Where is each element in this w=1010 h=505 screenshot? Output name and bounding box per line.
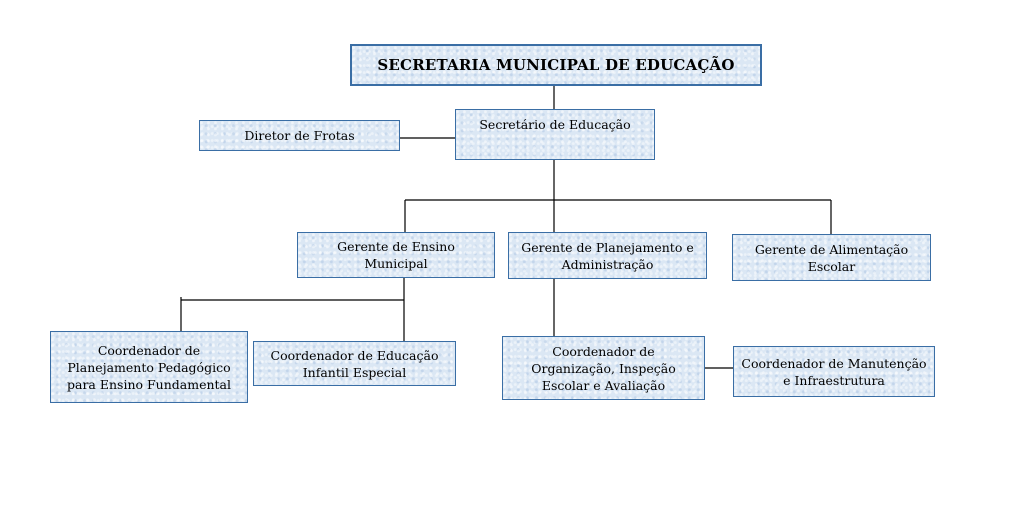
gerente-ensino-label: Gerente de Ensino Municipal <box>337 239 455 271</box>
coord-organizacao-label: Coordenador de Organização, Inspeção Esc… <box>531 343 676 393</box>
coord-manutencao-box: Coordenador de Manutenção e Infraestrutu… <box>733 346 935 397</box>
secretario-label: Secretário de Educação <box>479 117 631 132</box>
coord-infantil-box: Coordenador de Educação Infantil Especia… <box>253 341 456 386</box>
gerente-ensino-box: Gerente de Ensino Municipal <box>297 232 495 278</box>
gerente-planejamento-box: Gerente de Planejamento e Administração <box>508 232 707 279</box>
coord-pedagogico-box: Coordenador de Planejamento Pedagógico p… <box>50 331 248 403</box>
gerente-alimentacao-label: Gerente de Alimentação Escolar <box>754 241 909 274</box>
coord-manutencao-label: Coordenador de Manutenção e Infraestrutu… <box>741 355 927 388</box>
coord-pedagogico-label: Coordenador de Planejamento Pedagógico p… <box>67 342 231 392</box>
coord-organizacao-box: Coordenador de Organização, Inspeção Esc… <box>502 336 705 400</box>
diretor-frotas-box: Diretor de Frotas <box>199 120 400 151</box>
secretaria-title-box: SECRETARIA MUNICIPAL DE EDUCAÇÃO <box>350 44 762 86</box>
secretario-box: Secretário de Educação <box>455 109 655 160</box>
diretor-frotas-label: Diretor de Frotas <box>244 128 355 143</box>
gerente-alimentacao-box: Gerente de Alimentação Escolar <box>732 234 931 281</box>
secretaria-title: SECRETARIA MUNICIPAL DE EDUCAÇÃO <box>377 55 735 74</box>
gerente-planejamento-label: Gerente de Planejamento e Administração <box>521 239 694 272</box>
coord-infantil-label: Coordenador de Educação Infantil Especia… <box>270 347 439 380</box>
